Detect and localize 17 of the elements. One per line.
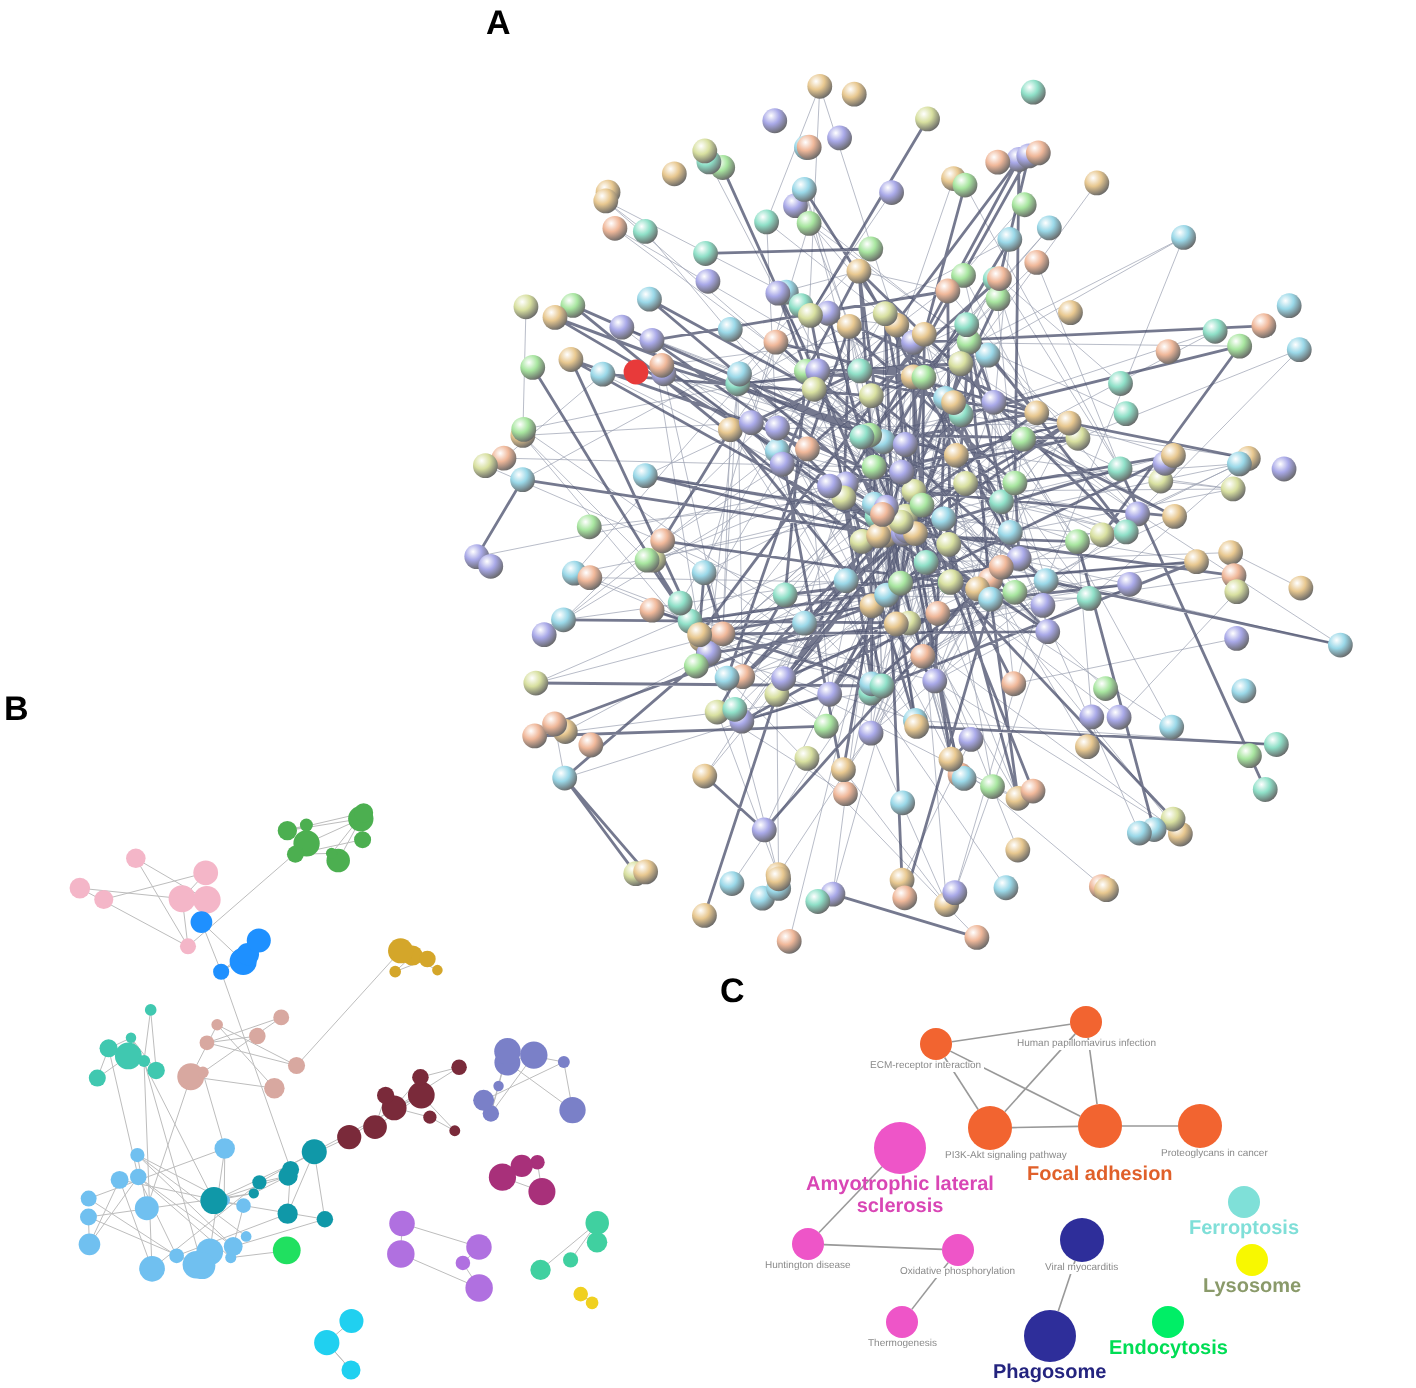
pathway-label: Phagosome [993,1364,1107,1385]
connector-line [911,1261,949,1311]
pathway-label: Amyotrophic lateral sclerosis [804,1176,996,1218]
pathway-label: Focal adhesion [1027,1166,1173,1187]
connector-line [1087,1037,1098,1105]
pathway-label: Endocytosis [1109,1340,1228,1361]
pathway-label: Lysosome [1203,1278,1302,1299]
connector-line [1011,1125,1079,1129]
panel-label: C [720,972,745,1012]
pathway-label: Ferroptosis [1189,1220,1300,1241]
connector-line [823,1243,943,1251]
connector-line [1121,1125,1179,1127]
panel-label: A [486,4,511,44]
connector-line [951,1023,1071,1043]
connector-line [818,1165,883,1234]
panel-label: B [4,690,29,730]
connector-line [949,1050,1082,1117]
